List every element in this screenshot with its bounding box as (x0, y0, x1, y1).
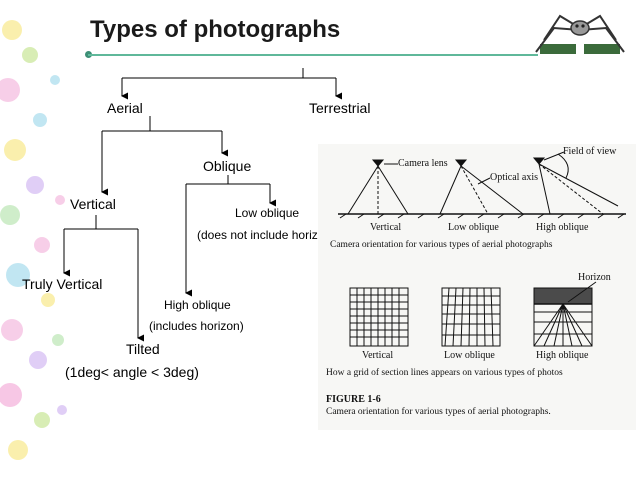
bottom-label-high-oblique: High oblique (536, 350, 589, 361)
figure-caption: Camera orientation for various types of … (326, 407, 551, 417)
figure-number: FIGURE 1-6 (326, 394, 381, 405)
tree-node-vertical: Vertical (70, 196, 116, 212)
tree-node-terrestrial: Terrestrial (309, 100, 371, 116)
camera-lens-label: Camera lens (398, 158, 448, 169)
top-label-low-oblique: Low oblique (448, 222, 499, 233)
bottom-label-low-oblique: Low oblique (444, 350, 495, 361)
optical-axis-label: Optical axis (490, 172, 539, 183)
bottom-label-vertical: Vertical (362, 350, 394, 361)
tree-node-aerial: Aerial (107, 100, 143, 116)
tree-node-low-oblique: Low oblique (235, 206, 300, 220)
tree-node-high-oblique: High oblique (164, 298, 231, 312)
robot-spider-icon (535, 14, 625, 54)
figure-illustration (338, 151, 626, 347)
title-underline (88, 54, 538, 56)
field-of-view-label: Field of view (563, 146, 617, 157)
bottom-caption: How a grid of section lines appears on v… (326, 368, 563, 378)
camera-orientation-figure: Field of view Camera lens Optical axis V… (318, 144, 636, 430)
tree-node-tilted: Tilted (126, 341, 160, 357)
tilted-note: (1deg< angle < 3deg) (65, 364, 199, 380)
low-oblique-note: (does not include horizon) (197, 228, 336, 242)
decorative-left-border (0, 20, 67, 460)
horizon-label: Horizon (578, 272, 611, 283)
tree-node-oblique: Oblique (203, 158, 252, 174)
top-label-high-oblique: High oblique (536, 222, 589, 233)
top-label-vertical: Vertical (370, 222, 402, 233)
top-caption: Camera orientation for various types of … (330, 240, 553, 250)
tree-node-truly-vertical: Truly Vertical (22, 276, 103, 292)
high-oblique-note: (includes horizon) (149, 319, 244, 333)
slide-title: Types of photographs (90, 16, 341, 43)
